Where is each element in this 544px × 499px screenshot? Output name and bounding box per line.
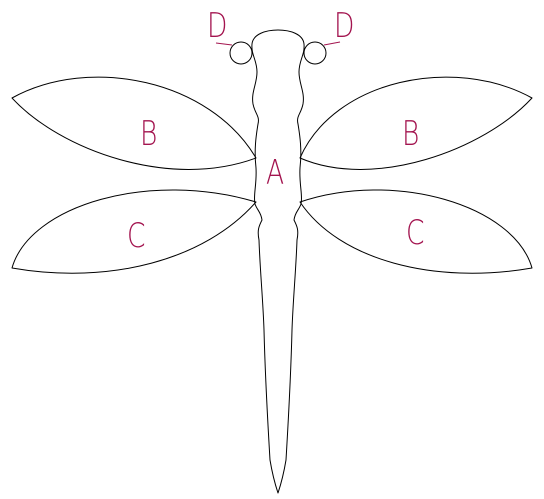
label-b-upper-right-wing: B — [402, 117, 419, 151]
label-c-lower-left-wing: C — [127, 219, 146, 253]
label-b-upper-left-wing: B — [140, 117, 157, 151]
right-eye — [304, 42, 326, 64]
label-c-lower-right-wing: C — [406, 216, 425, 250]
label-a-body: A — [266, 156, 284, 190]
label-d-left-eye: D — [207, 9, 227, 43]
dragonfly-body — [252, 30, 304, 493]
left-eye — [230, 42, 252, 64]
upper-left-wing — [12, 77, 256, 169]
label-d-right-eye: D — [334, 9, 354, 43]
